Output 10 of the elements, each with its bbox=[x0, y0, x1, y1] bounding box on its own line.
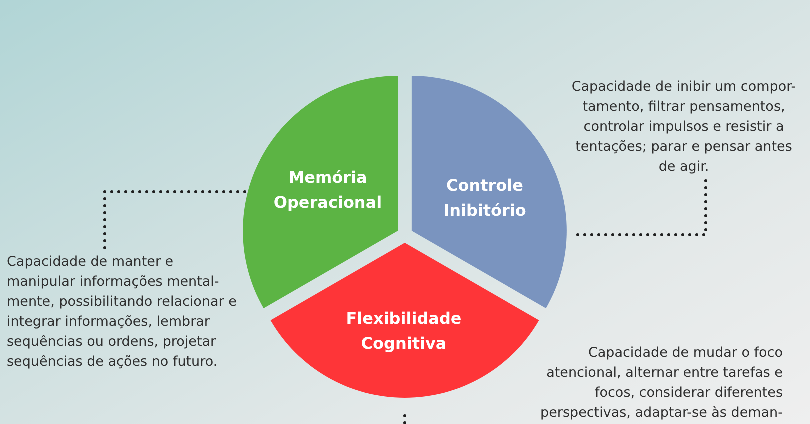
segment-label: Controle Inibitório bbox=[442, 175, 528, 222]
description-text: Capacidade de mudar o foco atencional, alternar entre tarefas e focos, considerar diferentes perspectivas, adaptar-se às deman- bbox=[527, 343, 783, 423]
segment-label: Flexibilidade Cognitiva bbox=[345, 308, 463, 355]
pie-segment bbox=[270, 243, 540, 398]
pie-segment bbox=[411, 76, 567, 309]
description-text: Capacidade de manter e manipular informações mental- mente, possibilitando relacionar e integrar informações, lembrar sequências ou ordens, projetar sequências de ações no futuro. bbox=[7, 252, 239, 372]
leader-line bbox=[104, 190, 248, 250]
description-text: Capacidade de inibir um compor- tamento, filtrar pensamentos, controlar impulsos e resistir a tentações; parar e pensar antes de agir. bbox=[566, 77, 802, 177]
segment-label: Memória Operacional bbox=[272, 167, 384, 214]
pie-segment bbox=[243, 76, 399, 309]
